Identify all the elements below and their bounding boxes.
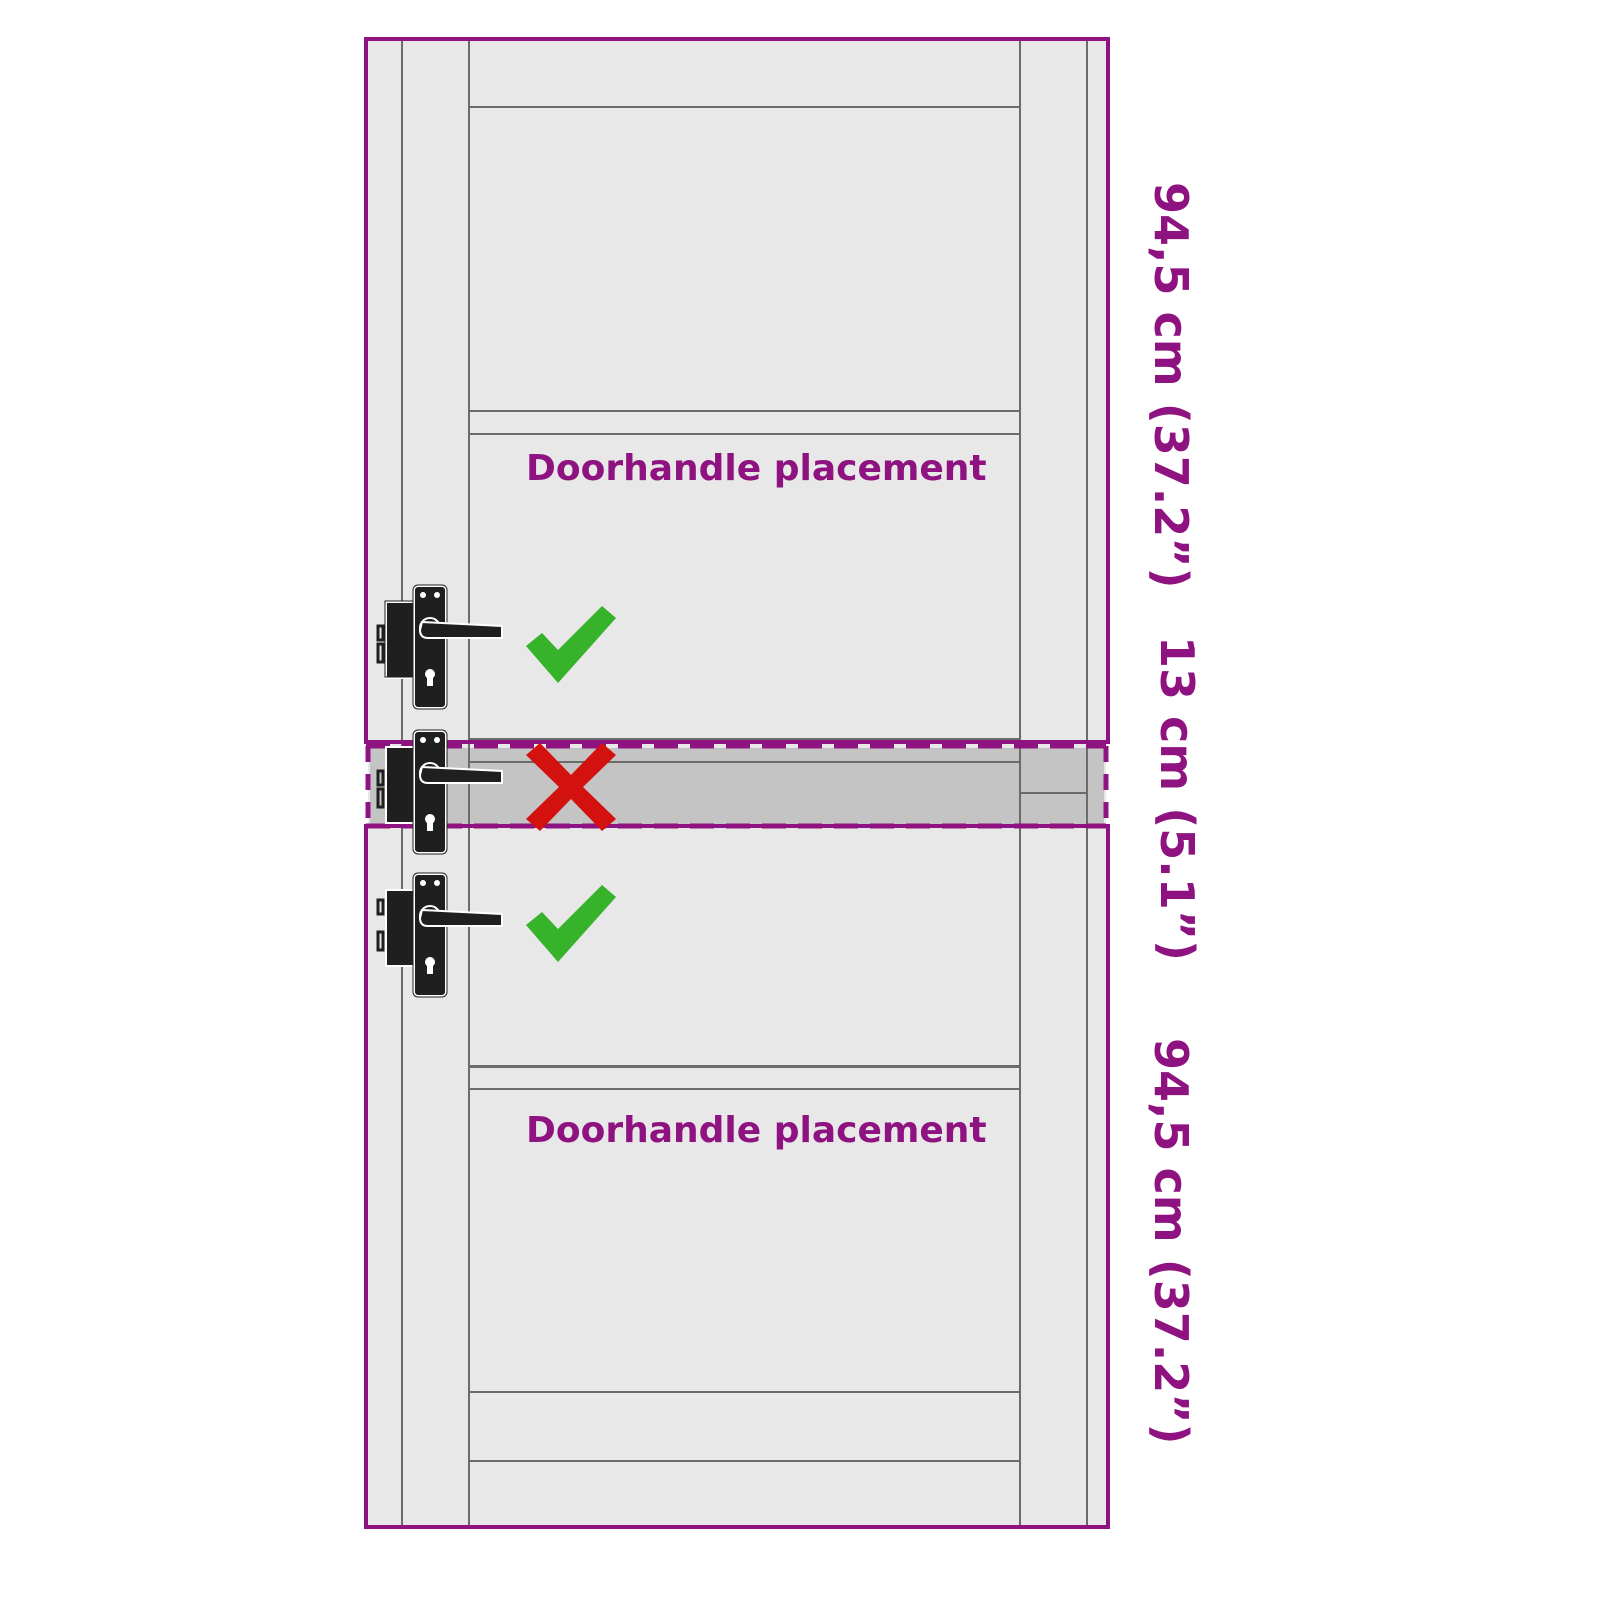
bottom-rail-bottom-line [469,1460,1021,1462]
upper-placement-zone [364,37,1110,744]
middle-zone-dimension: 13 cm (5.1”) [1150,636,1204,962]
door-stile-line-4 [1086,41,1088,1525]
lower-zone-dimension: 94,5 cm (37.2”) [1144,1038,1198,1445]
door-handle-icon-upper [376,584,503,710]
center-rail-top-line [469,738,1021,741]
mid-rail-bottom-line [469,433,1021,435]
top-rail-line [469,106,1021,108]
door-stile-line-3 [1019,41,1021,1525]
bottom-rail-top-line [469,1391,1021,1393]
upper-zone-dimension: 94,5 cm (37.2”) [1144,182,1198,589]
right-stile-joint-line [1020,792,1087,794]
mid-rail-top-line [469,410,1021,412]
door-handle-icon-middle [376,729,503,855]
upper-zone-label: Doorhandle placement [526,448,987,489]
lower-rail-top-line [469,1065,1021,1068]
center-rail-bottom-line [469,761,1021,763]
lower-rail-bottom-line [469,1088,1021,1090]
check-icon-lower [526,885,616,962]
lower-zone-label: Doorhandle placement [526,1110,987,1151]
cross-icon-middle [526,743,616,831]
door-handle-icon-lower [376,872,503,998]
check-icon-upper [526,606,616,683]
